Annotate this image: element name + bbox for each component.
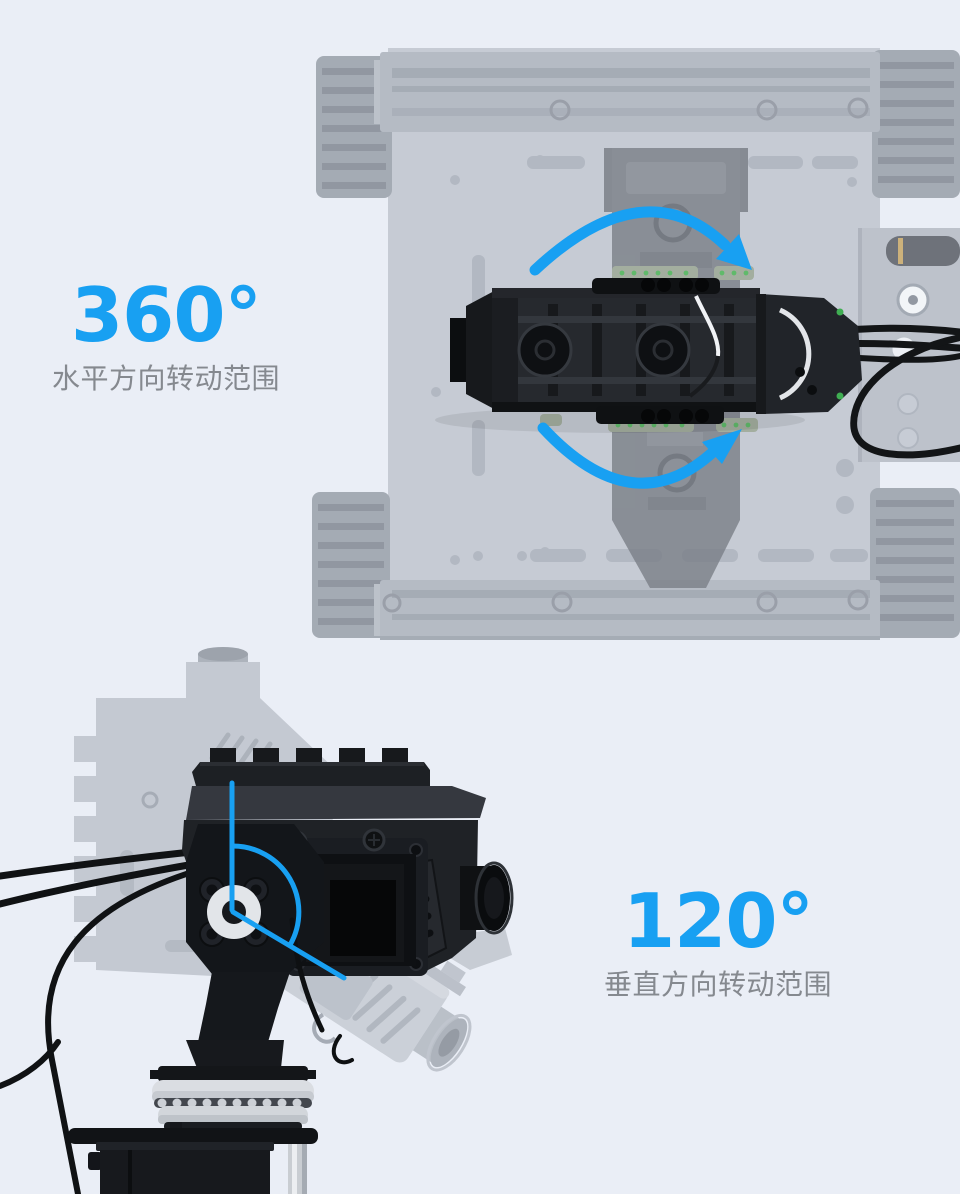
horizontal-rotation-caption: 水平方向转动范围 <box>51 362 280 395</box>
camera-module-top-view <box>435 278 862 433</box>
pan-turntable-base <box>68 1066 318 1194</box>
camera-gimbal-side <box>182 748 514 1096</box>
horizontal-rotation-value: 360° <box>70 271 262 359</box>
horizontal-rotation-label: 360° 水平方向转动范围 <box>41 276 291 397</box>
camera-gimbal-side-view-illustration <box>0 647 514 1194</box>
robot-chassis-top-view-illustration <box>312 48 960 640</box>
vertical-rotation-caption: 垂直方向转动范围 <box>603 968 832 1001</box>
vertical-rotation-label: 120° 垂直方向转动范围 <box>593 882 843 1003</box>
vertical-rotation-value: 120° <box>622 877 814 965</box>
tilt-angle-indicator-icon <box>229 780 347 981</box>
pan-rotation-arrows-icon <box>529 206 752 489</box>
